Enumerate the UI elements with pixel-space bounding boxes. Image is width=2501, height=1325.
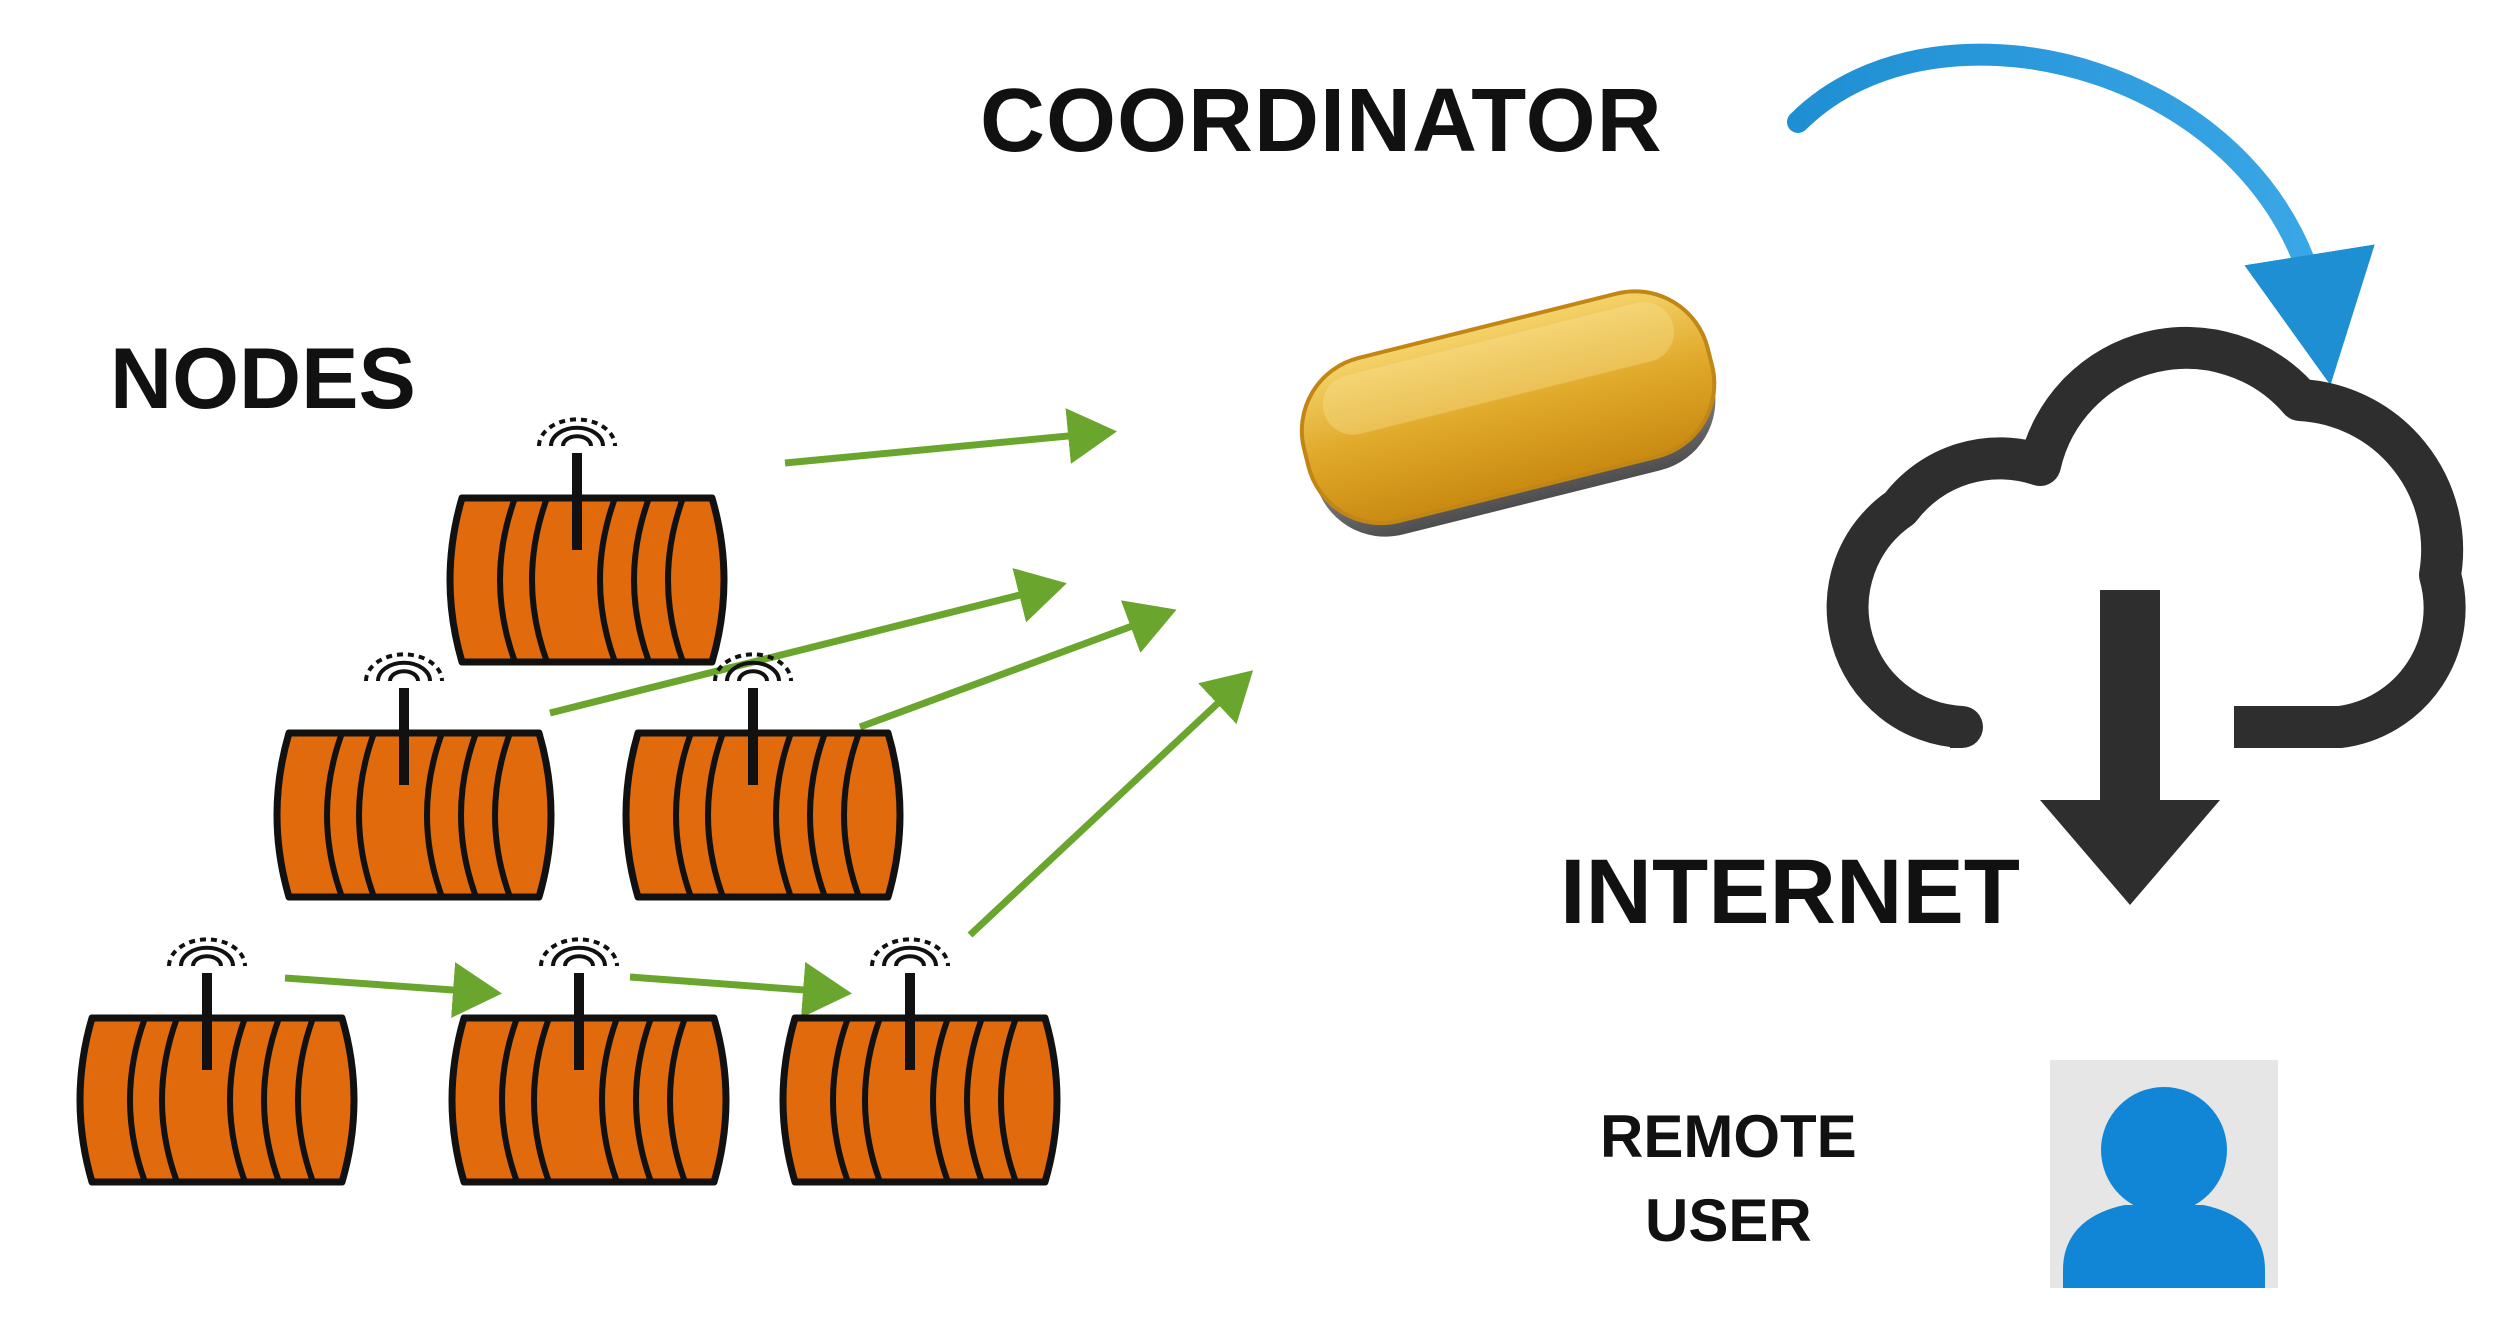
link-arrow xyxy=(784,408,1117,467)
wifi-signal-icon xyxy=(364,652,444,682)
barrel-sensor-icon xyxy=(446,417,728,666)
remote-user-label: REMOTE USER xyxy=(1600,1095,1857,1263)
link-arrow xyxy=(284,962,502,1018)
internet-label: INTERNET xyxy=(1560,841,2020,943)
user-avatar-icon xyxy=(2050,1060,2278,1288)
node-links xyxy=(284,408,1254,1018)
barrel-sensor-icon xyxy=(273,652,555,901)
coordinator-label: COORDINATOR xyxy=(980,71,1663,171)
barrel-sensor-icon xyxy=(76,937,358,1186)
nodes-label: NODES xyxy=(110,331,416,427)
wifi-signal-icon xyxy=(713,652,793,682)
wifi-signal-icon xyxy=(167,937,247,967)
barrel-sensor-icon xyxy=(448,937,730,1186)
remote-user-line2: USER xyxy=(1644,1187,1812,1254)
barrel-sensor-icon xyxy=(622,652,904,901)
barrel-nodes xyxy=(76,417,1061,1186)
link-arrow xyxy=(549,568,1067,717)
barrel-sensor-icon xyxy=(779,937,1061,1186)
link-arrow xyxy=(629,961,852,1018)
cloud-download-icon xyxy=(1826,326,2466,905)
coordinator-device-icon xyxy=(1299,289,1717,537)
remote-user-line1: REMOTE xyxy=(1600,1103,1857,1170)
wifi-signal-icon xyxy=(539,937,619,967)
sync-arrow xyxy=(1787,43,2375,386)
link-arrow xyxy=(967,670,1254,938)
wifi-signal-icon xyxy=(870,937,950,967)
link-arrow xyxy=(858,600,1177,731)
wifi-signal-icon xyxy=(537,417,617,447)
